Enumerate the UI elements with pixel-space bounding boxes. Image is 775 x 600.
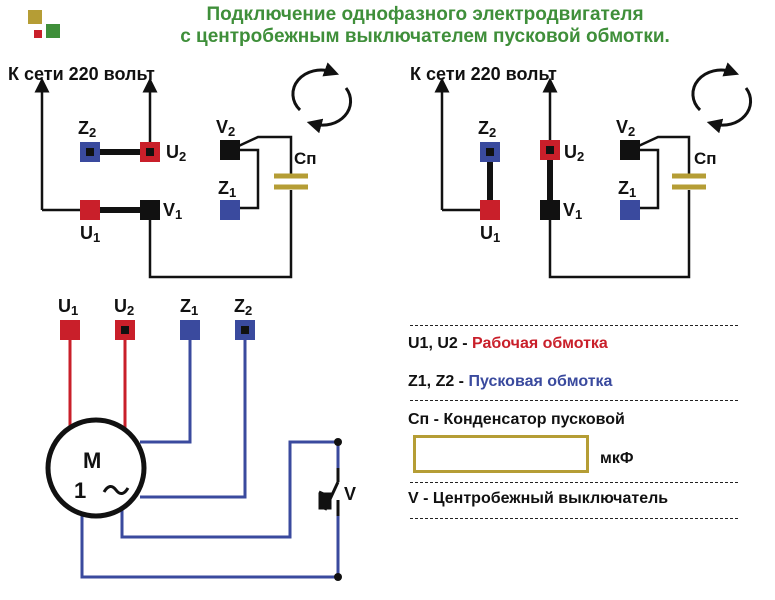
motor-wires <box>68 330 340 579</box>
legend-capacitor: Cп - Конденсатор пусковой <box>408 411 625 428</box>
title-line-2: с центробежным выключателем пусковой обм… <box>180 26 670 47</box>
legend-separator-3 <box>410 482 738 483</box>
rotation-icon-left <box>291 62 353 134</box>
mains-label-left: К сети 220 вольт <box>8 64 155 84</box>
capacitor-left <box>274 173 308 190</box>
motor-lead-u1: U1 <box>58 296 79 318</box>
motor-phase: 1 <box>74 478 87 503</box>
centrifugal-switch-icon <box>318 468 340 516</box>
motor-lead-z1: Z1 <box>180 296 199 318</box>
capacitor-label-left: Cп <box>294 149 317 168</box>
terminal-v2-label-right: V2 <box>616 117 636 139</box>
legend-separator-4 <box>410 518 738 519</box>
mains-label-right: К сети 220 вольт <box>410 64 557 84</box>
legend-switch: V - Центробежный выключатель <box>408 490 669 507</box>
motor-lead-u2: U2 <box>114 296 135 318</box>
legend-working: U1, U2 - Рабочая обмотка <box>408 335 608 352</box>
motor-lead-z2: Z2 <box>234 296 253 318</box>
title-line-1: Подключение однофазного электродвигателя <box>206 4 644 25</box>
capacitor-right <box>672 173 706 190</box>
terminal-z2-label-right: Z2 <box>478 118 497 140</box>
legend-separator-2 <box>410 400 738 401</box>
logo-icon <box>28 10 60 38</box>
terminal-v1-label-right: V1 <box>563 200 583 222</box>
legend-start: Z1, Z2 - Пусковая обмотка <box>408 373 613 390</box>
left-diagram <box>34 77 293 279</box>
switch-label: V <box>344 484 357 504</box>
terminal-u1-label-right: U1 <box>480 223 501 245</box>
capacitor-label-right: Cп <box>694 149 717 168</box>
terminal-z1-label: Z1 <box>218 178 237 200</box>
terminal-v1-label: V1 <box>163 200 183 222</box>
terminal-z2-label: Z2 <box>78 118 97 140</box>
terminal-v2-label: V2 <box>216 117 236 139</box>
terminal-u2-label-right: U2 <box>564 142 585 164</box>
terminals-left <box>80 140 240 220</box>
motor-terminals <box>60 320 255 340</box>
legend-separator-1 <box>410 325 738 326</box>
capacitance-unit: мкФ <box>600 450 634 467</box>
switch-node-top <box>334 438 342 446</box>
motor-letter: M <box>83 448 102 473</box>
switch-node-bottom <box>334 573 342 581</box>
right-diagram <box>434 77 691 279</box>
ac-tilde-icon <box>102 485 130 495</box>
capacitance-input-box[interactable] <box>413 435 589 473</box>
rotation-icon-right <box>691 62 753 134</box>
terminals-right <box>480 140 640 220</box>
terminal-u1-label: U1 <box>80 223 101 245</box>
terminal-u2-label: U2 <box>166 142 187 164</box>
terminal-z1-label-right: Z1 <box>618 178 637 200</box>
